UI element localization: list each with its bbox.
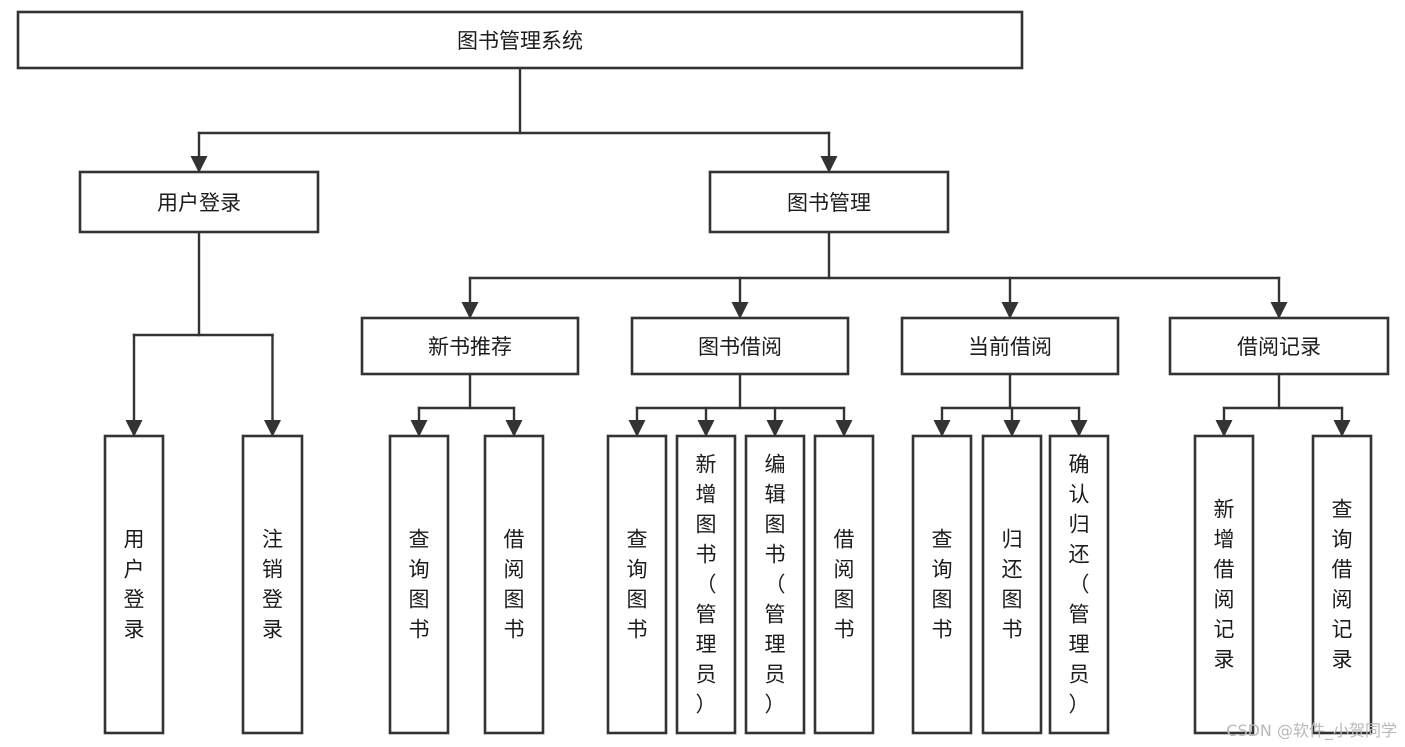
node-box <box>103 434 165 735</box>
node-box <box>675 434 737 735</box>
arrow-head-icon <box>461 302 479 319</box>
arrow-head-icon <box>835 420 853 437</box>
arrow-head-icon <box>1215 420 1233 437</box>
arrow-head-icon <box>264 420 281 437</box>
node-label: 查询图书 <box>932 528 953 642</box>
node-leaf-confirm-return[interactable]: 确认归还（管理员） <box>1048 434 1110 735</box>
node-box <box>630 316 850 376</box>
arrow-head-icon <box>410 420 428 437</box>
arrow-head-icon <box>933 420 951 437</box>
node-root[interactable]: 图书管理系统 <box>16 10 1024 70</box>
arrow-head-icon <box>1333 420 1351 437</box>
node-label: 用户登录 <box>124 528 145 642</box>
node-leaf-query-book-current[interactable]: 查询图书 <box>911 434 973 735</box>
arrow-head-icon <box>731 302 749 319</box>
node-leaf-borrow-book[interactable]: 借阅图书 <box>813 434 875 735</box>
node-current-borrow[interactable]: 当前借阅 <box>900 316 1120 376</box>
arrow-head-icon <box>766 420 784 437</box>
node-user-login[interactable]: 用户登录 <box>78 170 320 234</box>
node-box <box>981 434 1043 735</box>
node-label: 编辑图书（管理员） <box>765 453 786 717</box>
node-box <box>483 434 545 735</box>
node-label: 图书借阅 <box>698 335 782 359</box>
node-label: 图书管理 <box>787 191 871 215</box>
node-leaf-borrow-book-recommend[interactable]: 借阅图书 <box>483 434 545 735</box>
node-box <box>78 170 320 234</box>
node-box <box>911 434 973 735</box>
node-label: 当前借阅 <box>968 335 1052 359</box>
connector-layer <box>125 66 1351 437</box>
arrow-head-icon <box>190 156 208 173</box>
node-box <box>900 316 1120 376</box>
node-box <box>388 434 450 735</box>
node-box <box>813 434 875 735</box>
node-leaf-edit-book[interactable]: 编辑图书（管理员） <box>744 434 806 735</box>
node-label: 借阅图书 <box>504 528 525 642</box>
node-leaf-query-book-recommend[interactable]: 查询图书 <box>388 434 450 735</box>
node-label: 新增图书（管理员） <box>696 453 717 717</box>
node-label: 借阅记录 <box>1237 335 1321 359</box>
arrow-head-icon <box>1070 420 1088 437</box>
node-box <box>360 316 580 376</box>
node-label: 注销登录 <box>262 528 283 642</box>
node-leaf-return-book[interactable]: 归还图书 <box>981 434 1043 735</box>
node-label: 确认归还（管理员） <box>1069 453 1090 717</box>
node-leaf-query-book-borrow[interactable]: 查询图书 <box>606 434 668 735</box>
node-box <box>1048 434 1110 735</box>
node-box <box>16 10 1024 70</box>
node-label: 查询借阅记录 <box>1332 498 1353 672</box>
node-leaf-add-borrow-record[interactable]: 新增借阅记录 <box>1193 434 1255 735</box>
arrow-head-icon <box>628 420 646 437</box>
arrow-head-icon <box>1001 302 1019 319</box>
node-label: 查询图书 <box>627 528 648 642</box>
arrow-head-icon <box>697 420 715 437</box>
node-label: 查询图书 <box>409 528 430 642</box>
node-layer: 图书管理系统用户登录图书管理新书推荐图书借阅当前借阅借阅记录用户登录注销登录查询… <box>16 10 1390 735</box>
node-box <box>744 434 806 735</box>
node-label: 新书推荐 <box>428 335 512 359</box>
node-leaf-add-book[interactable]: 新增图书（管理员） <box>675 434 737 735</box>
node-box <box>606 434 668 735</box>
node-box <box>241 434 304 735</box>
node-label: 借阅图书 <box>834 528 855 642</box>
node-leaf-user-login[interactable]: 用户登录 <box>103 434 165 735</box>
node-box <box>1168 316 1390 376</box>
node-box <box>708 170 950 234</box>
node-box <box>1193 434 1255 735</box>
node-label: 图书管理系统 <box>457 29 583 53</box>
arrow-head-icon <box>1270 302 1288 319</box>
node-book-borrow[interactable]: 图书借阅 <box>630 316 850 376</box>
arrow-head-icon <box>820 156 838 173</box>
node-label: 归还图书 <box>1002 528 1023 642</box>
arrow-head-icon <box>1003 420 1021 437</box>
node-label: 新增借阅记录 <box>1214 498 1235 672</box>
node-borrow-record[interactable]: 借阅记录 <box>1168 316 1390 376</box>
node-leaf-query-borrow-record[interactable]: 查询借阅记录 <box>1311 434 1373 735</box>
arrow-head-icon <box>125 420 143 437</box>
node-book-management[interactable]: 图书管理 <box>708 170 950 234</box>
node-box <box>1311 434 1373 735</box>
node-label: 用户登录 <box>157 191 241 215</box>
node-new-book-recommend[interactable]: 新书推荐 <box>360 316 580 376</box>
arrow-head-icon <box>505 420 523 437</box>
node-leaf-logout[interactable]: 注销登录 <box>241 434 304 735</box>
